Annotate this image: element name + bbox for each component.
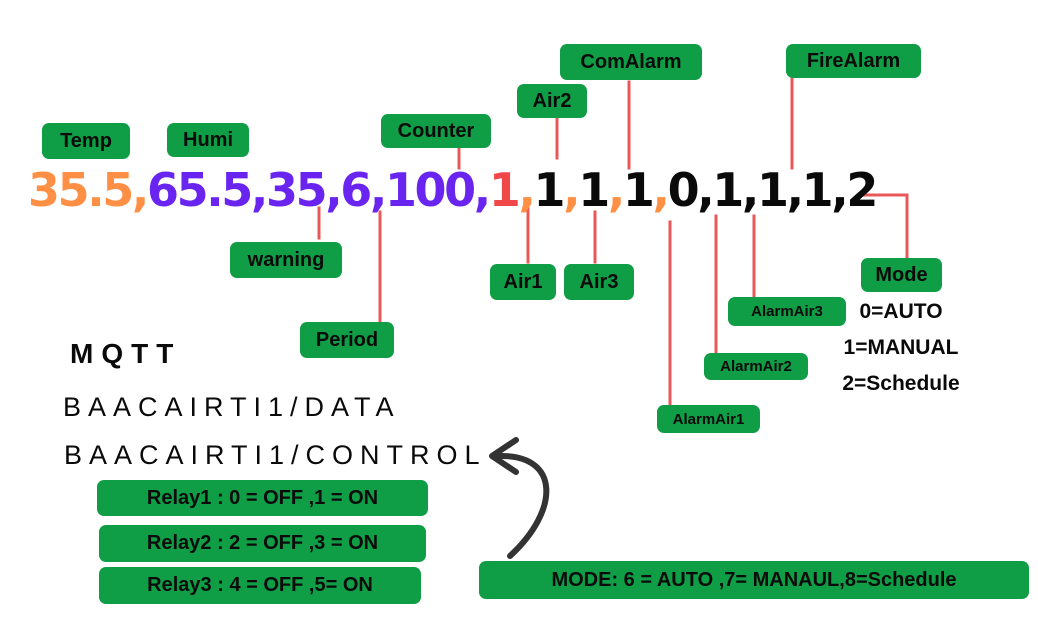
mode-value-schedule: 2=Schedule xyxy=(842,372,960,395)
data-value: 6 xyxy=(340,163,372,217)
data-value: 1 xyxy=(533,163,566,217)
relay2-command: Relay2 : 2 = OFF ,3 = ON xyxy=(99,525,426,562)
tag-alarmair1: AlarmAir1 xyxy=(657,405,760,433)
data-separator: , xyxy=(652,163,670,217)
data-separator: , xyxy=(563,163,580,217)
data-separator: , xyxy=(369,163,387,217)
tag-humi: Humi xyxy=(167,123,249,157)
topic-control: BAACAIRTI1/CONTROL xyxy=(64,440,487,470)
data-separator: , xyxy=(250,163,268,217)
tag-firealarm: FireAlarm xyxy=(786,44,921,78)
tag-comalarm: ComAlarm xyxy=(560,44,702,80)
data-value: 1 xyxy=(578,163,610,217)
data-separator: , xyxy=(607,163,625,217)
mode-command: MODE: 6 = AUTO ,7= MANAUL,8=Schedule xyxy=(479,561,1029,599)
data-value: 0,1,1,1,2 xyxy=(667,163,879,217)
topic-data: BAACAIRTI1/DATA xyxy=(63,392,401,422)
tag-alarmair3: AlarmAir3 xyxy=(728,297,846,326)
curved-arrow xyxy=(489,437,550,559)
data-value: 1 xyxy=(622,163,655,217)
mode-value-manual: 1=MANUAL xyxy=(843,336,959,359)
data-value: 100 xyxy=(384,163,476,217)
relay3-command: Relay3 : 4 = OFF ,5= ON xyxy=(99,567,421,604)
tag-counter: Counter xyxy=(381,114,491,148)
data-separator: , xyxy=(131,163,149,217)
relay1-command: Relay1 : 0 = OFF ,1 = ON xyxy=(97,480,428,516)
data-value: 1 xyxy=(488,163,521,217)
data-value: 35.5 xyxy=(28,163,134,217)
tag-air2: Air2 xyxy=(517,84,587,118)
mode-value-auto: 0=AUTO xyxy=(859,300,943,323)
data-separator: , xyxy=(473,163,491,217)
tag-period: Period xyxy=(300,322,394,358)
data-value: 35 xyxy=(265,163,328,217)
tag-air3: Air3 xyxy=(564,264,634,300)
tag-alarmair2: AlarmAir2 xyxy=(704,353,808,380)
tag-temp: Temp xyxy=(42,123,130,159)
tag-air1: Air1 xyxy=(490,264,556,300)
data-value: 65.5 xyxy=(146,163,253,217)
mode-values-list: 0=AUTO 1=MANUAL 2=Schedule xyxy=(828,294,974,402)
mqtt-title: MQTT xyxy=(70,338,182,369)
tag-mode: Mode xyxy=(861,258,942,292)
data-separator: , xyxy=(325,163,342,217)
tag-warning: warning xyxy=(230,242,342,278)
data-separator: , xyxy=(518,163,535,217)
data-string: 35.5,65.5,35,6,100,1,1,1,1,0,1,1,1,2 xyxy=(28,158,879,222)
